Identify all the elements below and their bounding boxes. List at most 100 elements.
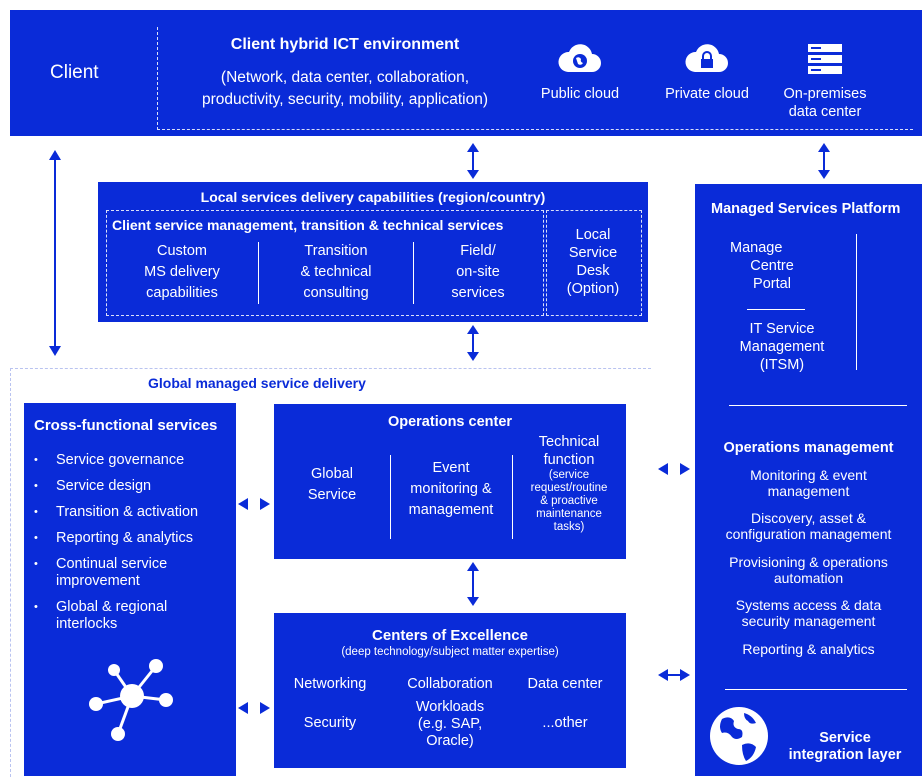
cross-item: Transition & activation [34, 504, 234, 521]
msp-title: Managed Services Platform [711, 201, 901, 217]
cross-functional-title: Cross-functional services [34, 417, 218, 434]
private-cloud-icon [683, 42, 731, 81]
coe-workloads-l3: Oracle) [426, 733, 474, 749]
msp-portal-l2: Centre [750, 258, 794, 274]
sil-label-l1: Service [819, 730, 871, 746]
cross-item: Service governance [34, 452, 234, 469]
coe-title: Centers of Excellence [372, 627, 528, 644]
local-global-arrow [466, 325, 480, 361]
ops-msp-arrow [658, 462, 690, 476]
ops-col1-l1: Global [311, 466, 353, 482]
local-services-title: Local services delivery capabilities (re… [200, 189, 546, 205]
ops-col3-s5: tasks) [553, 521, 585, 533]
local-col3: Field/ on-site services [417, 241, 539, 304]
global-delivery-label: Global managed service delivery [148, 375, 366, 391]
client-local-arrow [466, 143, 480, 179]
msp-ops-item-2-l1: Discovery, asset & [751, 510, 866, 526]
local-divider-1 [258, 242, 259, 304]
ops-col2: Event monitoring & management [392, 458, 510, 521]
ops-col2-l2: monitoring & [410, 481, 492, 497]
ops-col1: Global Service [276, 464, 388, 506]
coe-security: Security [303, 715, 357, 731]
ops-col2-l1: Event [432, 460, 470, 476]
msp-ops-item-1-l1: Monitoring & event [750, 467, 867, 483]
coe-collaboration: Collaboration [407, 676, 493, 692]
msp-itsm-l3: (ITSM) [759, 357, 805, 373]
msp-ops-item-4-l1: Systems access & data [735, 597, 882, 613]
local-col1-l3: capabilities [146, 285, 218, 301]
client-global-arrow [48, 150, 62, 356]
client-env-frame [157, 27, 913, 130]
cross-item: Global & regional interlocks [34, 599, 206, 633]
msp-itsm: IT Service Management (ITSM) [712, 320, 852, 374]
cross-item: Reporting & analytics [34, 530, 234, 547]
local-desk-l4: (Option) [566, 281, 620, 297]
local-col1: Custom MS delivery capabilities [112, 241, 252, 304]
msp-portal-l1: Manage [730, 240, 783, 256]
local-services-subtitle: Client service management, transition & … [112, 217, 504, 233]
local-divider-2 [413, 242, 414, 304]
ops-col3-t2: function [543, 452, 595, 468]
onprem-label-1: On-premises [783, 86, 867, 102]
msp-portal: Manage Centre Portal [712, 239, 832, 293]
coe-workloads-l1: Workloads [415, 699, 485, 715]
cross-item: Continual service improvement [34, 556, 206, 590]
local-col3-l3: services [451, 285, 505, 301]
cross-coe-arrow [238, 701, 270, 715]
ops-col3-s4: maintenance [536, 508, 602, 520]
local-services-frame [106, 210, 544, 316]
msp-ops-item-5: Reporting & analytics [742, 641, 875, 657]
local-services-box [98, 182, 648, 322]
coe-datacenter: Data center [527, 676, 603, 692]
client-env-title: Client hybrid ICT environment [230, 36, 460, 53]
ops-col3-s2: request/routine [530, 482, 608, 494]
msp-ops-item-1: Monitoring & event management [695, 467, 922, 499]
local-col1-l1: Custom [157, 243, 207, 259]
public-cloud-label: Public cloud [540, 86, 620, 102]
msp-itsm-l1: IT Service [749, 321, 815, 337]
private-cloud-label: Private cloud [665, 86, 749, 102]
msp-ops-item-3-l1: Provisioning & operations [729, 554, 888, 570]
local-col3-l2: on-site [456, 264, 500, 280]
local-desk-l1: Local [575, 227, 611, 243]
local-desk-l3: Desk [576, 263, 610, 279]
sil-label-l2: integration layer [788, 747, 902, 763]
onprem-label-2: data center [788, 104, 862, 120]
local-col2-l3: consulting [303, 285, 369, 301]
msp-sil-divider [725, 689, 907, 690]
msp-vertical-divider [856, 234, 857, 370]
coe-workloads: Workloads (e.g. SAP, Oracle) [395, 699, 505, 750]
local-service-desk: Local Service Desk (Option) [548, 226, 638, 298]
local-col3-l1: Field/ [460, 243, 496, 259]
ops-divider-1 [390, 455, 391, 539]
msp-ops-item-3-l2: automation [773, 570, 844, 586]
client-env-sub-1: (Network, data center, collaboration, [220, 69, 470, 86]
ops-col3: Technical function (service request/rout… [514, 433, 624, 534]
msp-ops-item-4: Systems access & data security managemen… [695, 597, 922, 629]
coe-networking: Networking [293, 676, 367, 692]
msp-portal-l3: Portal [753, 276, 791, 292]
cross-item: Service design [34, 478, 234, 495]
local-col2: Transition & technical consulting [262, 241, 410, 304]
msp-ops-title: Operations management [723, 440, 894, 456]
msp-ops-item-2: Discovery, asset & configuration managem… [695, 510, 922, 542]
coe-other: ...other [542, 715, 588, 731]
operations-center-title: Operations center [387, 414, 513, 430]
coe-subtitle: (deep technology/subject matter expertis… [341, 646, 559, 658]
sil-label: Service integration layer [770, 730, 920, 764]
ops-col3-s1: (service [548, 469, 590, 481]
ops-col3-s3: & proactive [540, 495, 598, 507]
msp-ops-item-2-l2: configuration management [725, 526, 892, 542]
msp-ops-item-1-l2: management [767, 483, 850, 499]
ops-divider-2 [512, 455, 513, 539]
local-col1-l2: MS delivery [144, 264, 220, 280]
client-env-sub-2: productivity, security, mobility, applic… [202, 91, 488, 108]
coe-box [274, 613, 626, 768]
msp-column [695, 184, 922, 776]
msp-ops-item-3: Provisioning & operations automation [695, 554, 922, 586]
server-rack-icon [806, 42, 844, 81]
coe-msp-arrow [658, 668, 690, 682]
client-msp-arrow [817, 143, 831, 179]
ops-col1-l2: Service [307, 487, 357, 503]
msp-portal-divider [747, 309, 805, 310]
